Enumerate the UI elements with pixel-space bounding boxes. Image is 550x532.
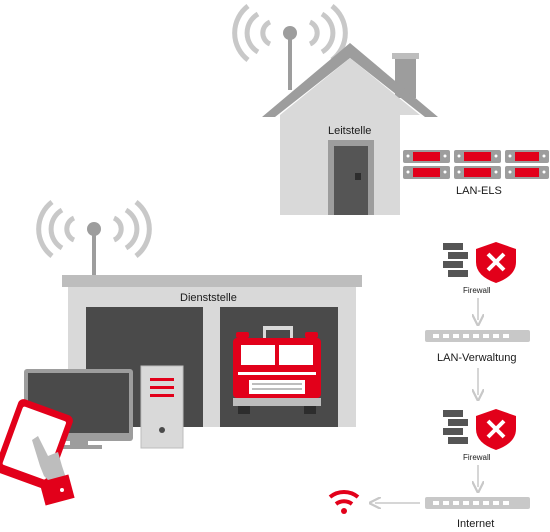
lan-els-label: LAN-ELS <box>456 185 502 197</box>
firewall-2-label: Firewall <box>463 453 491 462</box>
antenna-tower-icon <box>36 200 152 276</box>
network-switch-icon <box>425 497 530 509</box>
tablet-icon <box>0 399 75 506</box>
leitstelle-label: Leitstelle <box>328 125 371 137</box>
internet-label: Internet <box>457 518 494 530</box>
lan-verwaltung-label: LAN-Verwaltung <box>437 352 517 364</box>
firewall-shield-icon <box>443 242 516 283</box>
network-switch-icon <box>425 330 530 342</box>
server-rack-icon <box>403 150 549 179</box>
firewall-1-label: Firewall <box>463 286 491 295</box>
fire-truck-icon <box>233 326 321 414</box>
leitstelle-house <box>232 4 438 215</box>
wifi-icon <box>328 489 360 514</box>
firewall-shield-icon <box>443 409 516 450</box>
computer-tower-icon <box>140 365 184 449</box>
dienststelle-label: Dienststelle <box>180 292 237 304</box>
